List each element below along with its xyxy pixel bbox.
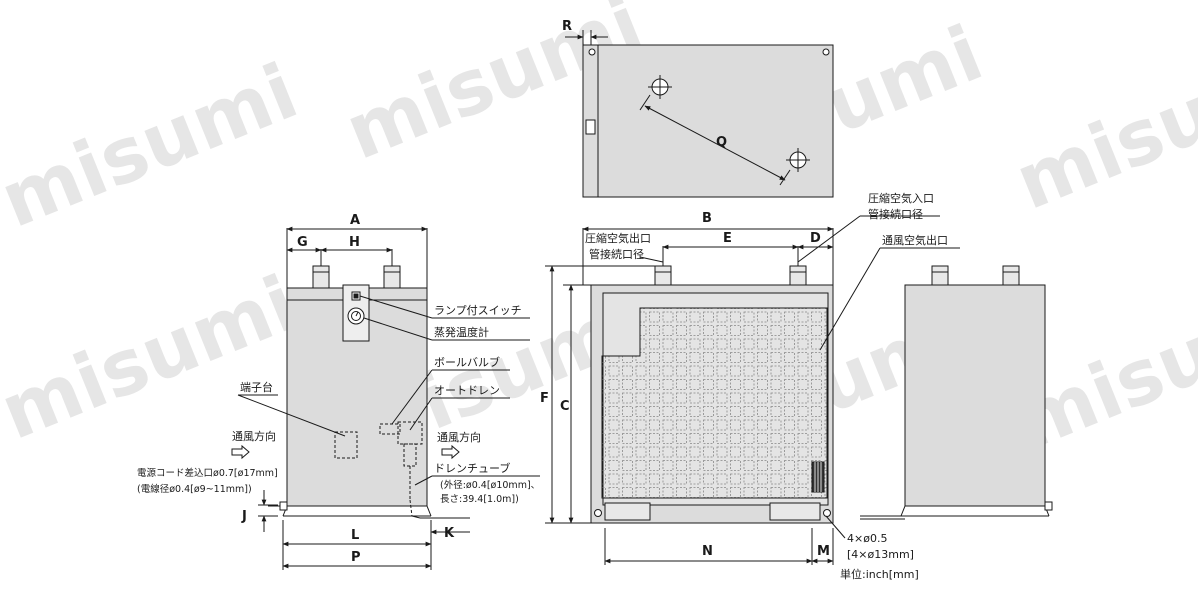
dim-j: J	[241, 509, 247, 524]
dim-l: L	[351, 528, 359, 543]
dim-c: C	[560, 399, 570, 414]
svg-text:misumi: misumi	[0, 258, 309, 457]
side-view-right	[860, 265, 1053, 520]
front-view	[545, 215, 960, 565]
top-view	[565, 30, 834, 198]
dim-h: H	[349, 235, 360, 250]
dim-r: R	[562, 19, 572, 34]
front-port-inlet	[789, 265, 807, 286]
label-cord-inlet: 電源コード差込口ø0.7[ø17mm]	[137, 467, 278, 479]
dim-q: Q	[716, 135, 727, 150]
port-right-h	[383, 265, 401, 289]
dim-a: A	[350, 213, 360, 228]
label-outlet-l1: 圧縮空気出口	[585, 231, 651, 245]
label-cord-diameter: (電線径ø0.4[ø9~11mm])	[137, 483, 252, 495]
label-lamp-switch: ランプ付スイッチ	[434, 304, 522, 317]
label-auto-drain: オートドレン	[434, 384, 500, 397]
label-airflow-left: 通風方向	[232, 429, 276, 443]
label-evap-thermometer: 蒸発温度計	[434, 325, 489, 339]
svg-text:misumi: misumi	[0, 46, 309, 245]
label-outlet-l2: 管接続口径	[589, 247, 644, 261]
label-ball-valve: ボールバルブ	[434, 355, 500, 369]
dim-b: B	[702, 211, 712, 226]
label-vent-outlet: 通風空気出口	[882, 233, 948, 247]
right-side-body	[904, 284, 1046, 507]
top-switch-icon	[585, 119, 596, 135]
label-airflow-right: 通風方向	[437, 430, 481, 444]
dim-g: G	[297, 235, 308, 250]
top-view-body	[582, 44, 834, 198]
dim-p: P	[351, 550, 361, 565]
terminal-block-box	[334, 431, 358, 459]
svg-text:misumi: misumi	[1003, 28, 1198, 227]
label-inlet-l1: 圧縮空気入口	[868, 191, 934, 205]
label-drain-tube-spec2: 長さ:39.4[1.0m])	[440, 494, 519, 505]
dim-n: N	[702, 544, 713, 559]
dim-e: E	[723, 231, 732, 246]
side-view-left	[231, 226, 540, 570]
front-port-outlet	[654, 265, 672, 286]
dim-q-line	[644, 105, 786, 181]
dim-d: D	[810, 231, 821, 246]
vent-grille	[601, 307, 828, 499]
label-inlet-l2: 管接続口径	[868, 207, 923, 221]
label-terminal-block: 端子台	[240, 380, 273, 394]
dim-m: M	[817, 544, 830, 559]
dim-k: K	[444, 526, 455, 541]
label-holes1: 4×ø0.5	[847, 532, 887, 545]
label-unit: 単位:inch[mm]	[840, 567, 919, 581]
label-holes2: [4×ø13mm]	[847, 548, 914, 561]
label-drain-tube-spec1: (外径:ø0.4[ø10mm]、	[440, 479, 540, 491]
port-left-g	[312, 265, 330, 289]
airflow-arrow-right	[441, 444, 460, 460]
label-drain-tube: ドレンチューブ	[434, 461, 510, 475]
airflow-arrow-left	[231, 444, 250, 460]
dim-f: F	[540, 391, 549, 406]
